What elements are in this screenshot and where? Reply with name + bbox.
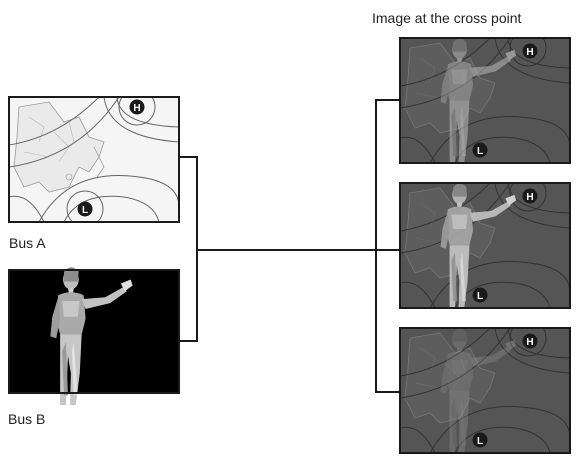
svg-text:L: L — [82, 205, 88, 216]
svg-text:L: L — [477, 291, 483, 302]
low-pressure-marker: L — [77, 201, 93, 217]
bus-b-label: Bus B — [8, 411, 45, 427]
low-pressure-marker: L — [472, 142, 488, 158]
bus-a-label: Bus A — [9, 235, 46, 251]
low-pressure-marker: L — [472, 287, 488, 303]
high-pressure-marker: H — [522, 43, 538, 59]
output-image-1: HL — [399, 37, 571, 164]
high-pressure-marker: H — [129, 99, 145, 115]
output-distribution-line — [375, 99, 400, 393]
svg-text:H: H — [133, 103, 140, 114]
svg-text:H: H — [526, 47, 533, 58]
svg-text:L: L — [477, 146, 483, 157]
bus-a-image: H L — [8, 96, 180, 223]
svg-text:H: H — [526, 192, 533, 203]
svg-text:L: L — [477, 436, 483, 447]
bus-merge-line — [179, 156, 198, 342]
svg-text:H: H — [526, 337, 533, 348]
output-image-2: HL — [399, 182, 571, 309]
high-pressure-marker: H — [522, 333, 538, 349]
header-label: Image at the cross point — [372, 10, 522, 26]
output-image-3: HL — [399, 327, 571, 454]
high-pressure-marker: H — [522, 188, 538, 204]
bus-b-image — [8, 267, 180, 405]
connector-lines — [179, 99, 400, 393]
low-pressure-marker: L — [472, 432, 488, 448]
